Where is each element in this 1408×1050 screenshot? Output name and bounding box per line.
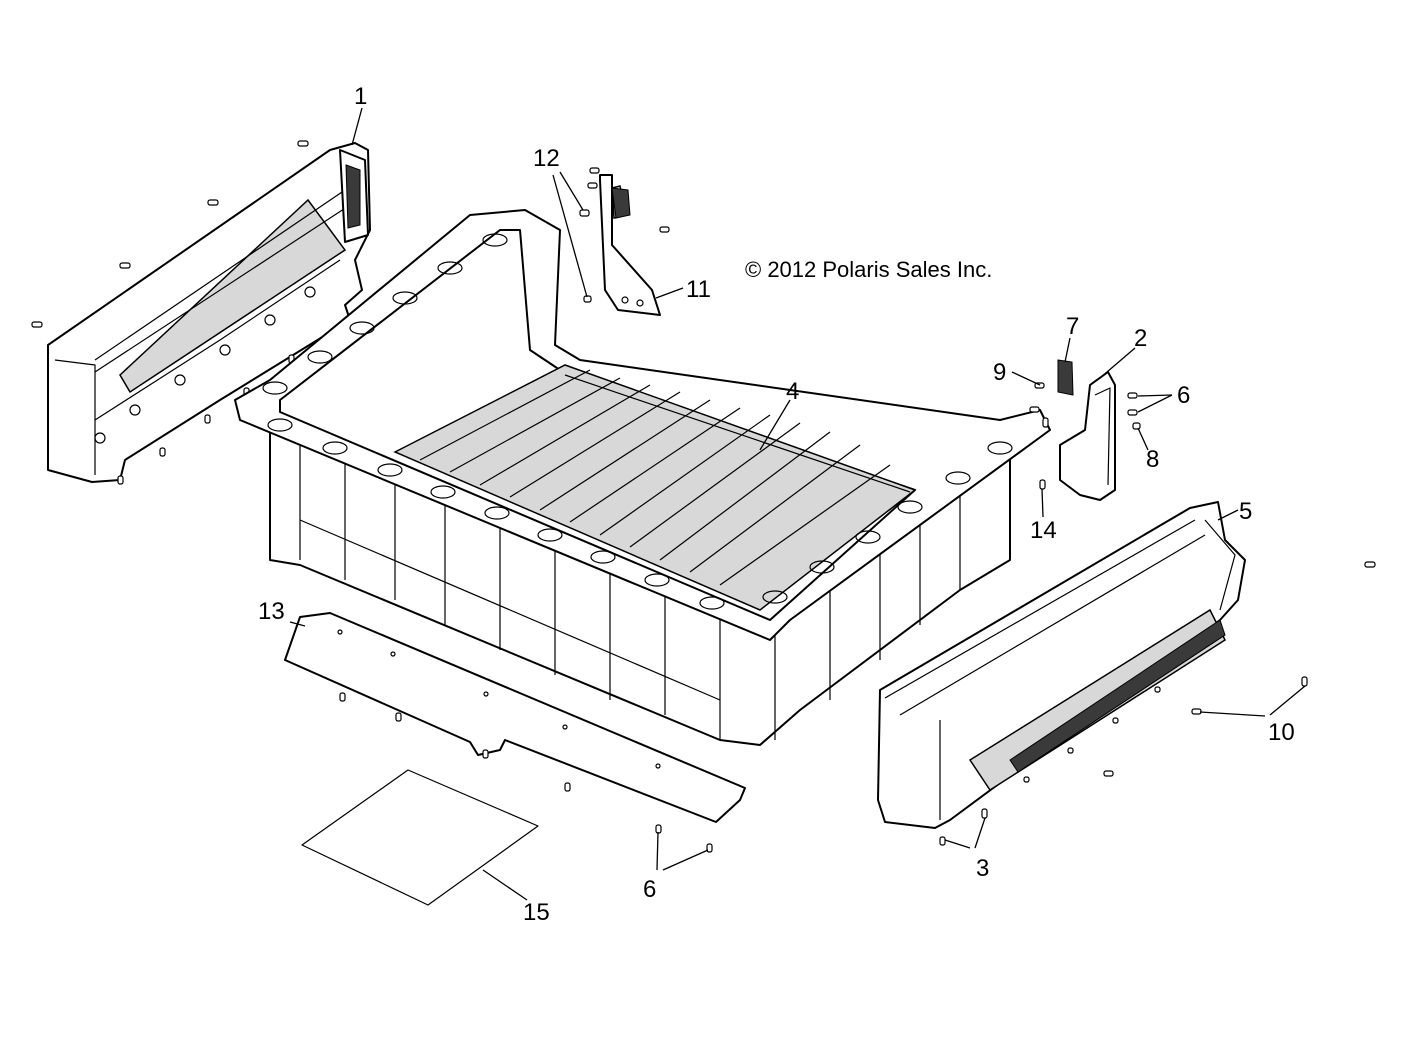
callout-11: 11 — [686, 276, 711, 303]
part-bracket-11 — [579, 167, 670, 316]
callout-9: 9 — [993, 359, 1006, 386]
callout-8: 8 — [1146, 446, 1159, 473]
callout-14: 14 — [1030, 517, 1057, 544]
part-latch-2 — [1029, 359, 1141, 501]
callout-6-top: 6 — [1177, 382, 1190, 409]
callout-2: 2 — [1134, 325, 1147, 352]
callout-5: 5 — [1239, 498, 1252, 525]
part-front-panel — [47, 142, 371, 483]
part-cargo-box — [234, 209, 1051, 746]
callout-3: 3 — [976, 855, 989, 882]
callout-15: 15 — [523, 899, 550, 926]
callout-12: 12 — [533, 145, 560, 172]
callout-7: 7 — [1066, 313, 1079, 340]
part-decal-15 — [301, 769, 539, 906]
callout-6-bottom: 6 — [643, 876, 656, 903]
leader-lines — [289, 107, 1306, 901]
part-tailgate — [877, 501, 1246, 829]
bolt-group-tailgate — [939, 561, 1376, 846]
copyright-notice: © 2012 Polaris Sales Inc. — [745, 257, 992, 282]
callout-labels: 1 2 3 4 5 6 6 7 8 9 10 11 12 13 14 15 — [258, 83, 1295, 926]
callout-1: 1 — [354, 83, 367, 110]
callout-13: 13 — [258, 598, 285, 625]
callout-10: 10 — [1268, 719, 1295, 746]
callout-4: 4 — [786, 378, 799, 405]
